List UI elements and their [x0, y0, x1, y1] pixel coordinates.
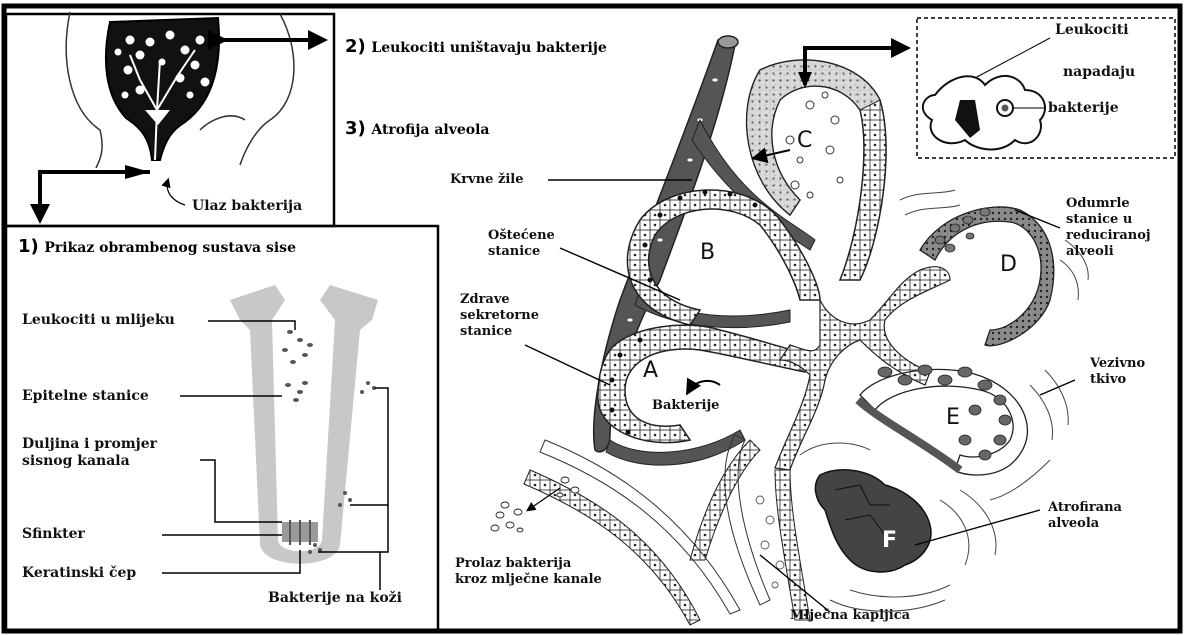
- teat-to-section1-arrow: [40, 172, 150, 218]
- alveolus-b-letter: B: [700, 240, 715, 265]
- atrophied-alveolus-label-line1: Atrofirana: [1048, 500, 1122, 516]
- connective-tissue-label-line2: tkivo: [1090, 372, 1126, 388]
- blood-vessels-label: Krvne žile: [450, 172, 523, 188]
- inset-bacteria-label: bakterije: [1048, 100, 1119, 117]
- section-2-text: Leukociti uništavaju bakterije: [371, 40, 607, 56]
- damaged-cells-label-line2: stanice: [488, 244, 540, 260]
- section-3-text: Atrofija alveola: [371, 122, 489, 138]
- epithelial-cells-label: Epitelne stanice: [22, 388, 149, 405]
- alveolus-d-letter: D: [1000, 252, 1017, 277]
- alveolus-a: [598, 325, 810, 442]
- alveolus-c-letter: C: [797, 128, 812, 153]
- dead-cells-label-line1: Odumrle: [1066, 196, 1130, 212]
- dead-cells-label-line2: stanice u: [1066, 212, 1132, 228]
- connective-tissue-label-line1: Vezivno: [1090, 356, 1145, 372]
- alveolus-f: [815, 470, 931, 572]
- canal-dimensions-label-line1: Duljina i promjer: [22, 436, 157, 453]
- alveolus-f-letter: F: [882, 528, 897, 553]
- dead-cells-label-line4: alveoli: [1066, 244, 1114, 260]
- section-2-header: 2) Leukociti uništavaju bakterije: [345, 36, 607, 57]
- section-2-number: 2): [345, 36, 366, 57]
- section-1-text: Prikaz obrambenog sustava sise: [44, 240, 296, 256]
- alveolus-a-letter: A: [643, 358, 658, 383]
- leukocytes-in-milk-label: Leukociti u mlijeku: [22, 312, 175, 329]
- skin-bacteria-label: Bakterije na koži: [268, 590, 402, 607]
- healthy-cells-label-line1: Zdrave: [460, 292, 510, 308]
- udder-illustration: [66, 12, 294, 168]
- healthy-cells-label-line2: sekretorne: [460, 308, 539, 324]
- section-1-number: 1): [18, 236, 39, 257]
- leukocyte-illustration: [923, 76, 1045, 150]
- passage-label-line2: kroz mlječne kanale: [455, 572, 602, 588]
- damaged-cells-label-line1: Oštećene: [488, 228, 555, 244]
- lower-duct-1: [524, 470, 700, 625]
- keratin-plug-label: Keratinski čep: [22, 565, 136, 582]
- atrophied-alveolus-label-line2: alveola: [1048, 516, 1099, 532]
- canal-dimensions-label-line2: sisnog kanala: [22, 453, 130, 470]
- bacteria-entry-label: Ulaz bakterija: [192, 198, 302, 215]
- section-1-header: 1) Prikaz obrambenog sustava sise: [18, 236, 296, 257]
- dead-cells-label-line3: reduciranoj: [1066, 228, 1151, 244]
- passage-label-line1: Prolaz bakterija: [455, 556, 571, 572]
- alveolus-a-bacteria-label: Bakterije: [652, 398, 719, 414]
- section-3-number: 3): [345, 118, 366, 139]
- inset-leukocytes-label: Leukociti: [1055, 22, 1129, 39]
- healthy-cells-label-line3: stanice: [460, 324, 512, 340]
- inset-attack-label: napadaju: [1063, 64, 1135, 81]
- milk-droplet-label: Mlječna kapljica: [790, 608, 910, 624]
- sphincter-label: Sfinkter: [22, 526, 85, 543]
- section-3-header: 3) Atrofija alveola: [345, 118, 490, 139]
- alveolus-e-letter: E: [946, 405, 960, 430]
